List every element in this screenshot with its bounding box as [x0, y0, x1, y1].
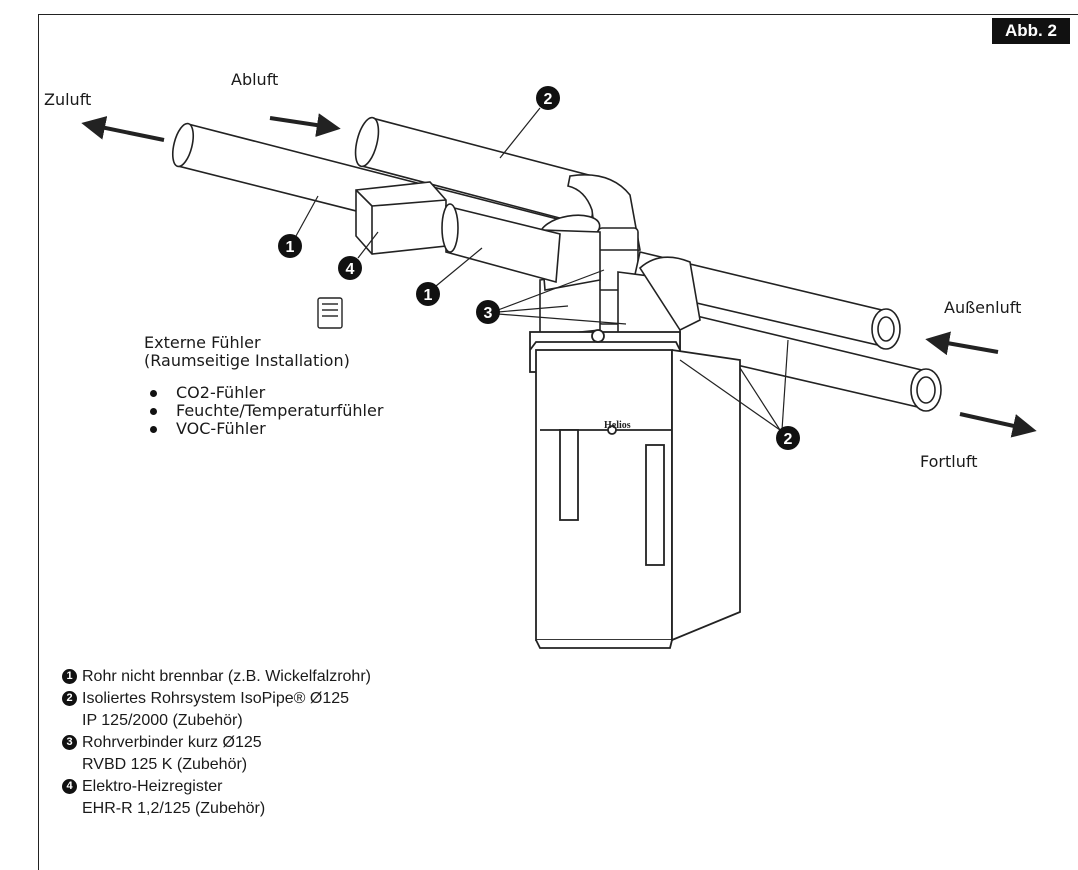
callout-1b: 1: [416, 282, 440, 306]
bullet-icon: [150, 426, 157, 433]
sensor-item: Feuchte/Temperaturfühler: [144, 402, 383, 420]
arrow-aussenluft: [925, 331, 999, 356]
figure-label: Abb. 2: [992, 18, 1070, 44]
bullet-icon: [150, 408, 157, 415]
svg-text:4: 4: [346, 261, 355, 278]
svg-text:2: 2: [784, 431, 793, 448]
sensor-title: Externe Fühler: [144, 333, 261, 352]
device-brand: Helios: [604, 420, 631, 431]
legend-number-badge: 4: [62, 779, 77, 794]
sensor-list: CO2-Fühler Feuchte/Temperaturfühler VOC-…: [144, 384, 383, 438]
sensor-subtitle: (Raumseitige Installation): [144, 351, 350, 370]
legend-number-badge: 2: [62, 691, 77, 706]
figure-frame-left: [38, 14, 39, 870]
bullet-icon: [150, 390, 157, 397]
room-sensor-device: [317, 297, 343, 329]
sensor-item: VOC-Fühler: [144, 420, 383, 438]
callout-2a: 2: [536, 86, 560, 110]
legend-item: 4 Elektro-Heizregister EHR-R 1,2/125 (Zu…: [62, 776, 371, 820]
legend-line: Rohrverbinder kurz Ø125: [82, 734, 262, 751]
heater-connector-pipe: [441, 203, 561, 284]
callout-4: 4: [338, 256, 362, 280]
leader-lines: [295, 107, 789, 431]
legend-number-badge: 3: [62, 735, 77, 750]
label-fortluft: Fortluft: [920, 452, 978, 471]
callout-1a: 1: [278, 234, 302, 258]
svg-text:3: 3: [484, 305, 493, 322]
legend-line-2: IP 125/2000 (Zubehör): [82, 712, 243, 729]
legend-line-2: EHR-R 1,2/125 (Zubehör): [82, 800, 266, 817]
legend-item: 2 Isoliertes Rohrsystem IsoPipe® Ø125 IP…: [62, 688, 371, 732]
legend-line: Rohr nicht brennbar (z.B. Wickelfalzrohr…: [82, 668, 371, 685]
arrow-fortluft: [959, 412, 1037, 438]
label-abluft: Abluft: [231, 70, 279, 89]
legend-item: 3 Rohrverbinder kurz Ø125 RVBD 125 K (Zu…: [62, 732, 371, 776]
arrow-zuluft: [81, 116, 165, 142]
callout-3: 3: [476, 300, 500, 324]
figure-frame-top: [38, 14, 1078, 15]
legend-line-2: RVBD 125 K (Zubehör): [82, 756, 248, 773]
ventilation-unit: [529, 329, 741, 649]
external-sensor-block: Externe Fühler (Raumseitige Installation…: [144, 334, 383, 438]
legend-line: Elektro-Heizregister: [82, 778, 223, 795]
legend-item: 1 Rohr nicht brennbar (z.B. Wickelfalzro…: [62, 666, 371, 688]
arrow-abluft: [269, 113, 341, 137]
label-zuluft: Zuluft: [44, 90, 92, 109]
legend-number-badge: 1: [62, 669, 77, 684]
label-aussenluft: Außenluft: [944, 298, 1022, 317]
legend-line: Isoliertes Rohrsystem IsoPipe® Ø125: [82, 690, 350, 707]
callout-2b: 2: [776, 426, 800, 450]
svg-text:2: 2: [544, 91, 553, 108]
svg-text:1: 1: [424, 287, 433, 304]
svg-text:1: 1: [286, 239, 295, 256]
legend: 1 Rohr nicht brennbar (z.B. Wickelfalzro…: [62, 666, 371, 820]
sensor-item: CO2-Fühler: [144, 384, 383, 402]
